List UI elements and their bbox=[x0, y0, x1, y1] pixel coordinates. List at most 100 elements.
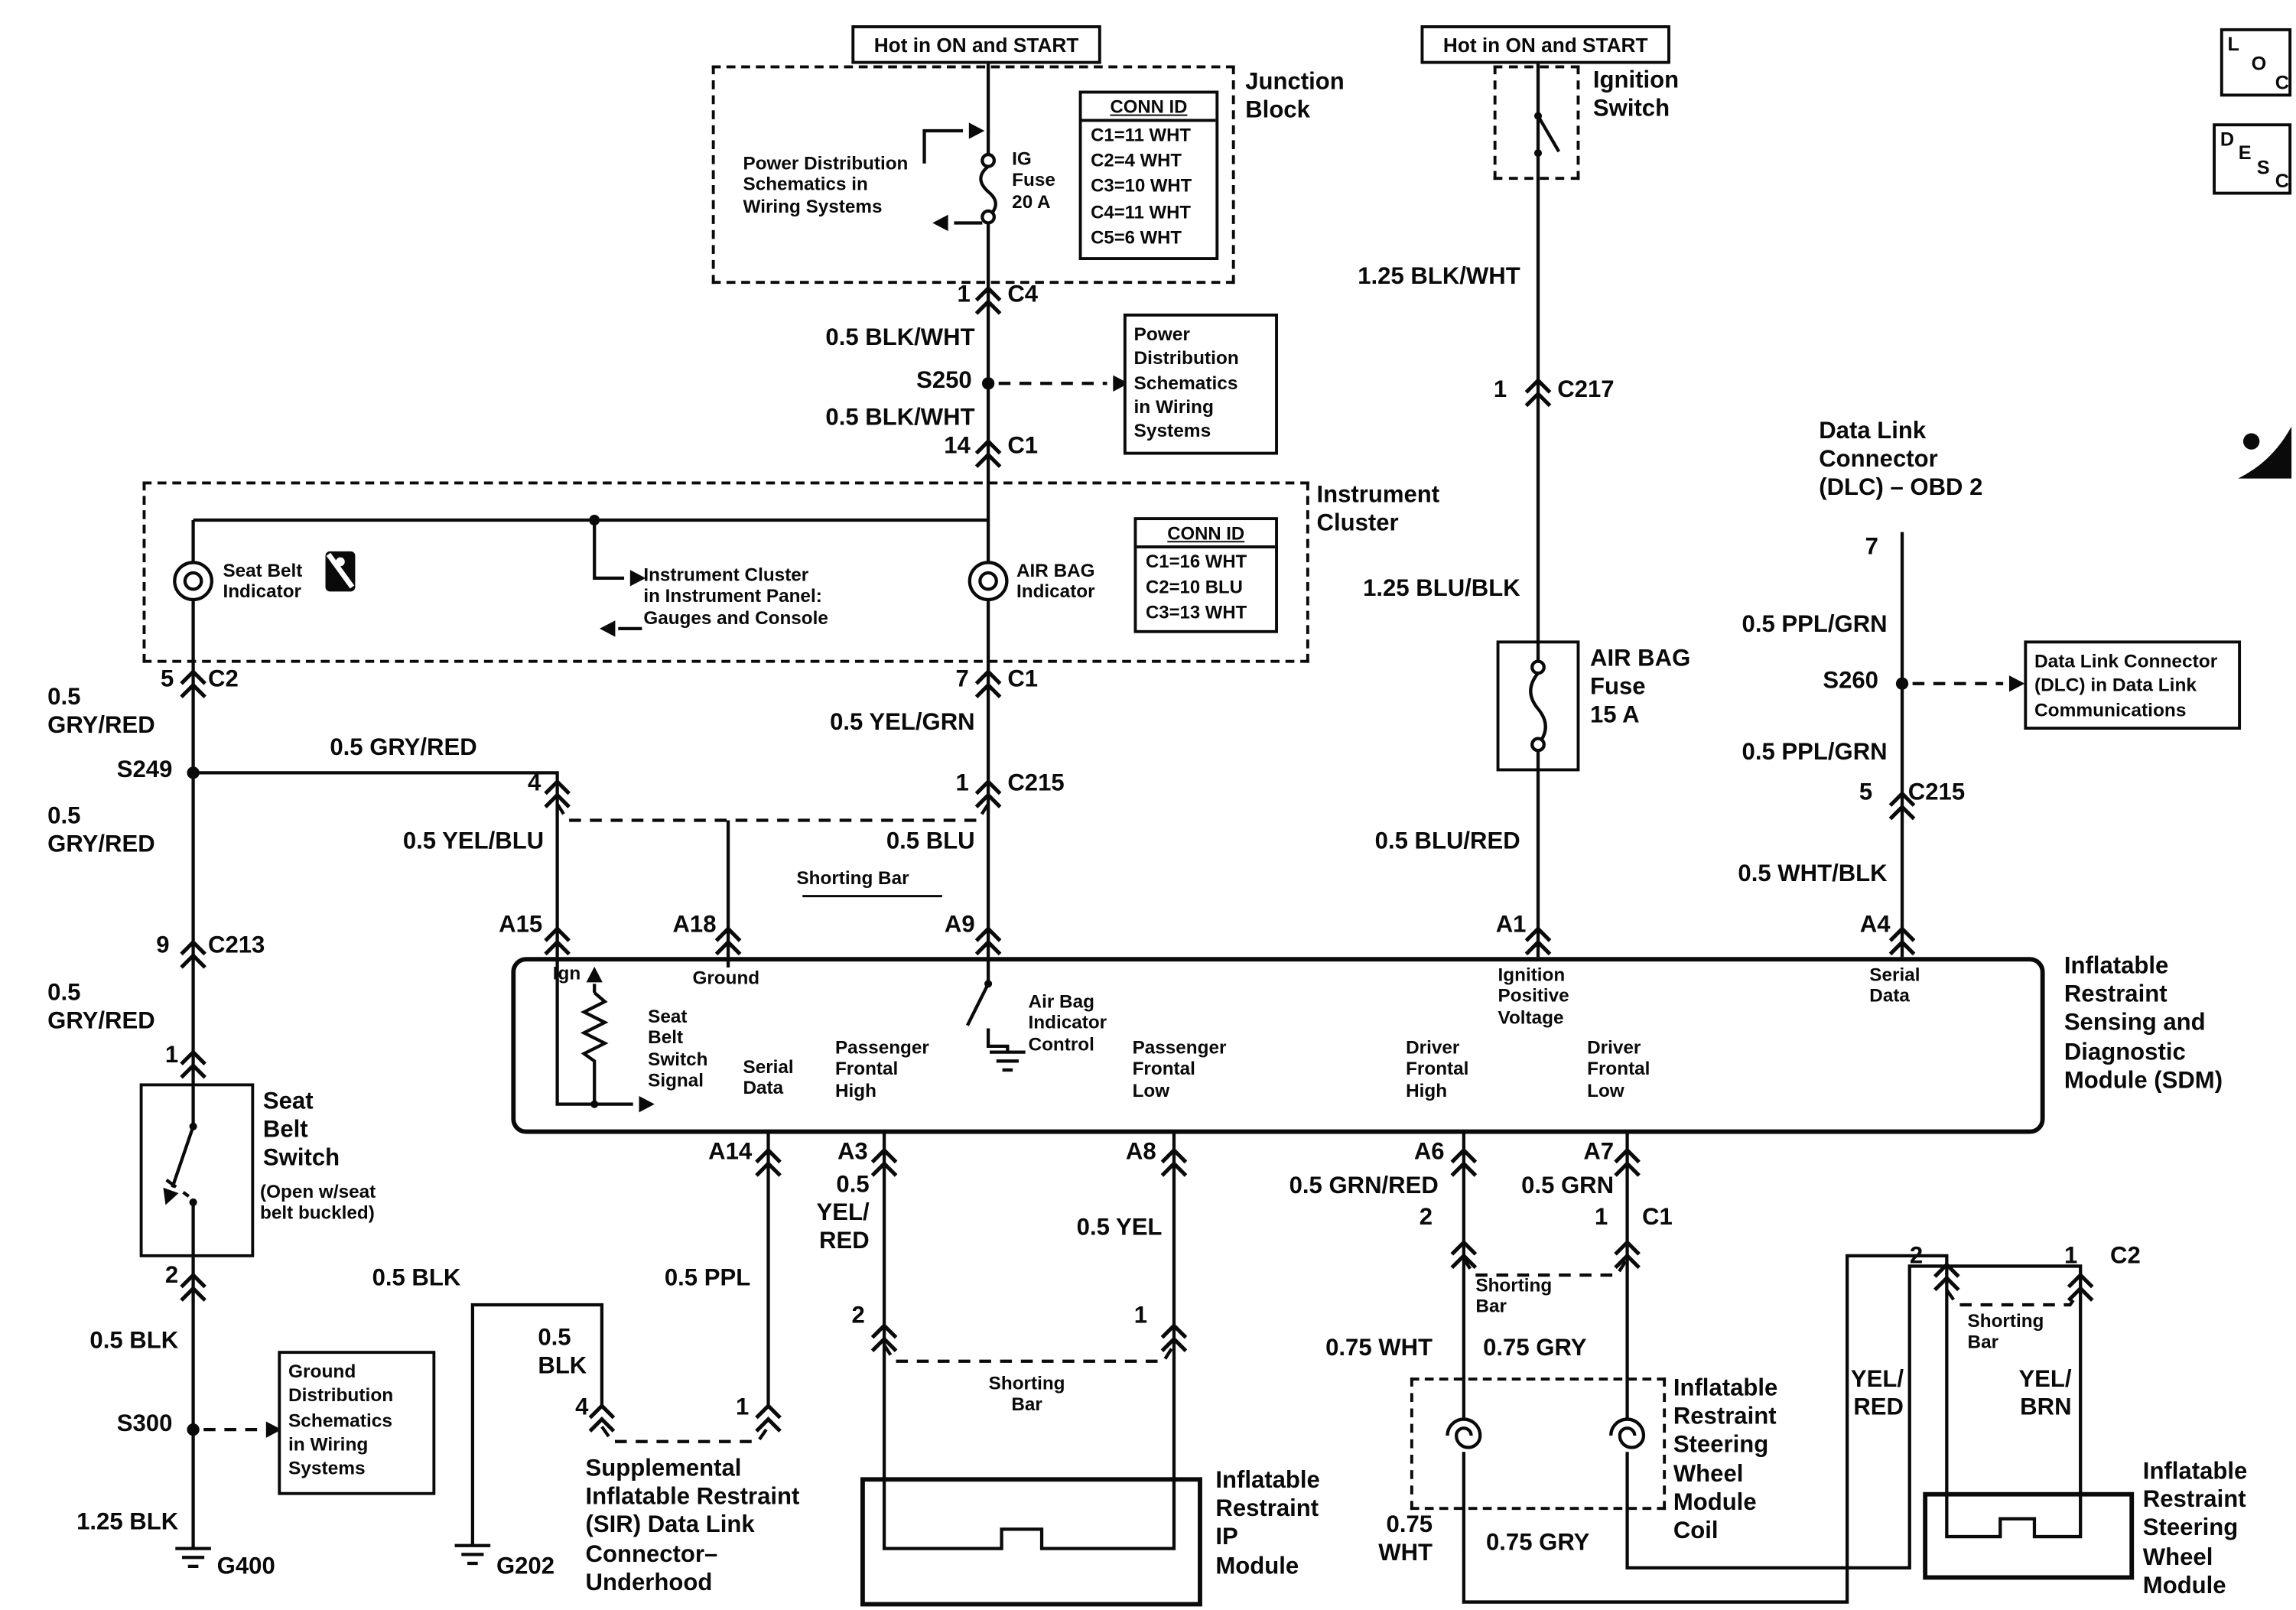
sdm-pass-high: Passenger Frontal High bbox=[834, 1037, 929, 1101]
pin-a9: A9 bbox=[944, 912, 975, 938]
conn-c217: C217 bbox=[1557, 377, 1615, 403]
wire-125-blk: 1.25 BLK bbox=[76, 1510, 179, 1536]
airbag-fuse-box bbox=[1496, 640, 1580, 772]
fuse-terminals bbox=[981, 152, 1546, 753]
wire-05-blkwht-b: 0.5 BLK/WHT bbox=[825, 405, 975, 431]
pin-a8: A8 bbox=[1125, 1140, 1156, 1166]
conn-c1-mid: C1 bbox=[1007, 667, 1039, 693]
ignition-switch-label: Ignition Switch bbox=[1592, 68, 1680, 122]
dlc-label: Data Link Connector (DLC) – OBD 2 bbox=[1819, 418, 1983, 502]
pin-a18: A18 bbox=[672, 912, 717, 938]
wire-05-blk-b: 0.5 BLK bbox=[372, 1266, 461, 1292]
pin-4-c215: 4 bbox=[527, 771, 541, 797]
conn-id-cluster-row: C3=13 WHT bbox=[1146, 602, 1247, 624]
conn-c215-a: C215 bbox=[1007, 771, 1065, 797]
splice-s249-dot bbox=[187, 766, 200, 779]
sdm-sbs-signal-label: Seat Belt Switch Signal bbox=[648, 1006, 708, 1091]
pin-1-sirdlc: 1 bbox=[735, 1395, 750, 1421]
splice-s250-dot bbox=[981, 377, 995, 390]
c1-shorting-bar bbox=[1462, 1257, 1629, 1277]
wire-075-gry-a: 0.75 GRY bbox=[1483, 1335, 1587, 1361]
ground-g202-label: G202 bbox=[496, 1554, 555, 1580]
pin-1-c2: 1 bbox=[2064, 1244, 2078, 1270]
conn-c2: C2 bbox=[208, 667, 239, 693]
shorting-bar-c1-label: Shorting Bar bbox=[1475, 1275, 1553, 1318]
sdm-box bbox=[511, 957, 2045, 1134]
wire-05-grnred: 0.5 GRN/RED bbox=[1289, 1173, 1439, 1200]
conn-id-cluster-row: C2=10 BLU bbox=[1146, 576, 1243, 598]
conn-id-junction-row: C4=11 WHT bbox=[1091, 202, 1191, 223]
wire-05-gryred-d: 0.5 GRY/RED bbox=[47, 981, 155, 1035]
wire-05-yelred: 0.5 YEL/ RED bbox=[816, 1173, 870, 1255]
wire-05-gryred-c: 0.5 GRY/RED bbox=[47, 804, 155, 858]
sdm-ign-label: Ign bbox=[552, 963, 581, 984]
pin-2-sbs: 2 bbox=[164, 1263, 179, 1289]
desc-icon-letter: E bbox=[2238, 141, 2252, 164]
pin-14-c1: 14 bbox=[944, 434, 971, 460]
wire-yelbrn: YEL/ BRN bbox=[2018, 1367, 2072, 1421]
swm-label: Inflatable Restraint Steering Wheel Modu… bbox=[2142, 1459, 2248, 1599]
conn-id-junction-row: C1=11 WHT bbox=[1091, 124, 1191, 145]
sdm-label: Inflatable Restraint Sensing and Diagnos… bbox=[2063, 954, 2223, 1094]
conn-id-junction-row: C3=10 WHT bbox=[1091, 176, 1192, 197]
pin-a15: A15 bbox=[499, 912, 543, 938]
sdm-driver-low: Driver Frontal Low bbox=[1587, 1037, 1650, 1101]
wire-yelred: YEL/ RED bbox=[1850, 1367, 1904, 1421]
desc-icon-letter: D bbox=[2220, 128, 2235, 151]
conn-c1-label: C1 bbox=[1642, 1205, 1673, 1231]
coil-label: Inflatable Restraint Steering Wheel Modu… bbox=[1673, 1376, 1778, 1544]
airbag-fuse-label: AIR BAG Fuse 15 A bbox=[1590, 646, 1691, 729]
splice-s300-dot bbox=[187, 1423, 200, 1436]
splice-s249-label: S249 bbox=[116, 757, 173, 783]
wire-05-blkwht-a: 0.5 BLK/WHT bbox=[825, 325, 975, 351]
loc-icon-letter: L bbox=[2227, 32, 2240, 55]
pin-a14: A14 bbox=[708, 1140, 753, 1166]
ic-panel-note: Instrument Cluster in Instrument Panel: … bbox=[643, 564, 828, 629]
pin-1-sbs: 1 bbox=[164, 1042, 179, 1069]
desc-icon-letter: S bbox=[2256, 155, 2270, 178]
conn-c215-b: C215 bbox=[1907, 780, 1966, 806]
conn-c4: C4 bbox=[1007, 282, 1039, 308]
instrument-cluster-box bbox=[142, 481, 1309, 663]
pin-a1: A1 bbox=[1495, 912, 1527, 938]
ignition-switch-box bbox=[1493, 65, 1580, 181]
junction-block-box bbox=[711, 65, 1235, 285]
loc-icon-letter: O bbox=[2251, 52, 2267, 75]
steering-coil-box bbox=[1410, 1377, 1667, 1511]
wire-075-wht-a: 0.75 WHT bbox=[1325, 1335, 1433, 1361]
ip-module-label: Inflatable Restraint IP Module bbox=[1215, 1468, 1320, 1579]
conn-id-junction-title: CONN ID bbox=[1081, 93, 1216, 122]
sir-dlc-connector bbox=[600, 1426, 770, 1443]
conn-id-cluster-row: C1=16 WHT bbox=[1146, 550, 1247, 572]
wire-125-blublk: 1.25 BLU/BLK bbox=[1363, 576, 1520, 602]
ground-dist-ref-box: Ground Distribution Schematics in Wiring… bbox=[278, 1351, 436, 1495]
pin-1-c4: 1 bbox=[957, 282, 971, 308]
pin-a7: A7 bbox=[1583, 1140, 1615, 1166]
pin-a4: A4 bbox=[1859, 912, 1891, 938]
wire-125-blkwht: 1.25 BLK/WHT bbox=[1358, 264, 1520, 290]
sdm-serial-data-b: Serial Data bbox=[1869, 964, 1920, 1007]
pin-1-c217: 1 bbox=[1493, 377, 1507, 403]
wire-075-wht-b: 0.75 WHT bbox=[1378, 1512, 1433, 1567]
airbag-indicator-label: AIR BAG Indicator bbox=[1016, 560, 1095, 603]
wire-05-pplgrn-a: 0.5 PPL/GRN bbox=[1742, 612, 1888, 638]
seat-belt-indicator-label: Seat Belt Indicator bbox=[223, 560, 303, 603]
sdm-driver-high: Driver Frontal High bbox=[1406, 1037, 1469, 1101]
sdm-serial-data-a: Serial Data bbox=[743, 1056, 794, 1099]
wire-05-pplgrn-b: 0.5 PPL/GRN bbox=[1742, 740, 1888, 766]
dlc-ref-box: Data Link Connector (DLC) in Data Link C… bbox=[2024, 640, 2242, 730]
conn-c2-label: C2 bbox=[2110, 1244, 2141, 1270]
instrument-cluster-label: Instrument Cluster bbox=[1316, 483, 1440, 537]
splice-s250-label: S250 bbox=[916, 368, 972, 394]
pin-1-c215: 1 bbox=[955, 771, 969, 797]
wire-05-ppl: 0.5 PPL bbox=[664, 1266, 751, 1292]
wire-05-yelblu: 0.5 YEL/BLU bbox=[402, 829, 545, 855]
c215-shorting-bar bbox=[555, 803, 990, 822]
airbag-fuse-element bbox=[1529, 672, 1547, 746]
junction-block-label: Junction Block bbox=[1245, 70, 1345, 124]
